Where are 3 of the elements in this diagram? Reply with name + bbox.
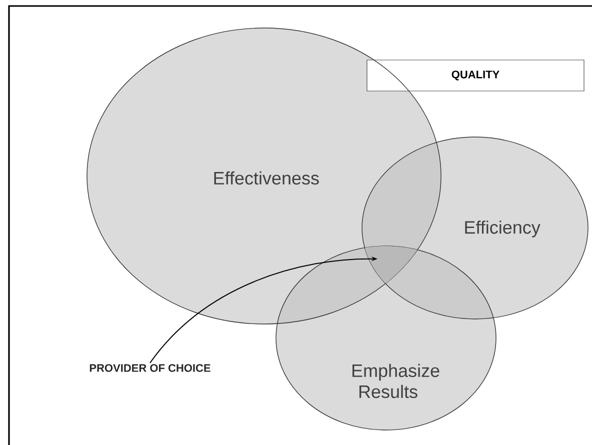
- label-box: QUALITY: [366, 60, 584, 92]
- overlap-region: [364, 246, 418, 284]
- callout-text: PROVIDER OF CHOICE: [90, 364, 210, 372]
